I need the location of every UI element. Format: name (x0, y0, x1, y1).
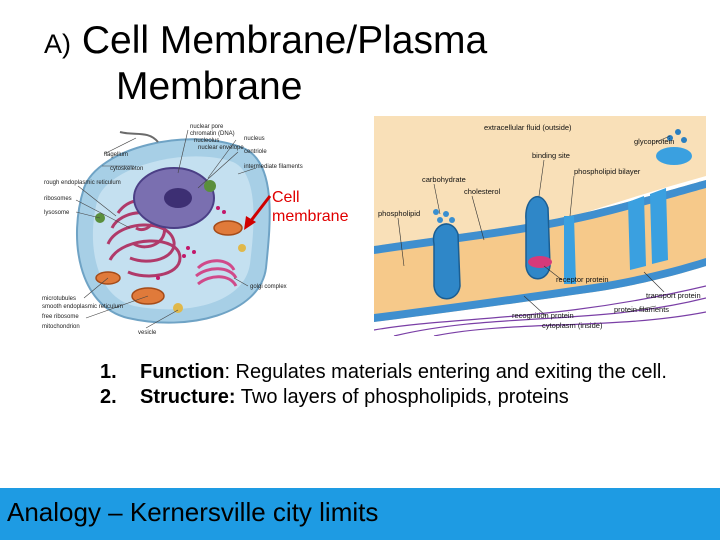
list-keyword: Structure: (140, 386, 236, 408)
numbered-list: 1. Function: Regulates materials enterin… (100, 360, 700, 410)
label-microtubules: microtubules (42, 296, 76, 302)
label-nucleolus: nucleolus (194, 138, 219, 144)
label-nuclear-envelope: nuclear envelope (198, 145, 244, 151)
title-line-2: Membrane (116, 65, 303, 108)
slide-title: A) Cell Membrane/Plasma Membrane (44, 18, 488, 108)
label-nuclear-pore: nuclear pore (190, 124, 224, 130)
label-cytoskeleton: cytoskeleton (110, 166, 143, 172)
label-flagellum: flagellum (104, 152, 128, 158)
callout-line-2: membrane (272, 208, 349, 225)
label-smooth-er: smooth endoplasmic reticulum (42, 304, 123, 310)
label-vesicle: vesicle (138, 330, 157, 336)
callout-line-1: Cell (272, 189, 300, 206)
label-recognition-protein: recognition protein (512, 311, 574, 320)
label-receptor-protein: receptor protein (556, 275, 609, 284)
label-cytoplasm: cytoplasm (inside) (542, 321, 603, 330)
label-chromatin: chromatin (DNA) (190, 131, 235, 137)
label-golgi: golgi complex (250, 284, 287, 290)
title-line-1: Cell Membrane/Plasma (81, 19, 488, 62)
label-carbohydrate: carbohydrate (422, 175, 466, 184)
label-nucleus: nucleus (244, 136, 265, 142)
analogy-text: Analogy – Kernersville city limits (7, 497, 379, 527)
label-mitochondrion: mitochondrion (42, 324, 80, 330)
list-item: 1. Function: Regulates materials enterin… (100, 360, 700, 385)
list-item: 2. Structure: Two layers of phospholipid… (100, 385, 700, 410)
label-glycoprotein: glycoprotein (634, 137, 674, 146)
cell-membrane-callout: Cell membrane (272, 188, 348, 226)
list-text: : Regulates materials entering and exiti… (224, 361, 667, 383)
membrane-illustration: extracellular fluid (outside) glycoprote… (374, 116, 706, 336)
title-letter: A) (44, 29, 71, 59)
label-binding-site: binding site (532, 151, 570, 160)
label-transport-protein: transport protein (646, 291, 701, 300)
label-centriole: centriole (244, 149, 267, 155)
list-number: 1. (100, 361, 117, 383)
label-rough-er: rough endoplasmic reticulum (44, 180, 121, 186)
label-protein-filaments: protein filaments (614, 305, 669, 314)
label-free-ribosome: free ribosome (42, 314, 79, 320)
callout-arrow (248, 195, 272, 223)
list-number: 2. (100, 386, 117, 408)
label-extracellular: extracellular fluid (outside) (484, 123, 572, 132)
list-text: Two layers of phospholipids, proteins (235, 386, 569, 408)
label-lysosome: lysosome (44, 210, 70, 216)
list-keyword: Function (140, 361, 225, 383)
analogy-banner: Analogy – Kernersville city limits (0, 488, 720, 540)
label-intermediate-filaments: intermediate filaments (244, 164, 303, 170)
label-phospholipid: phospholipid (378, 209, 420, 218)
label-phospholipid-bilayer: phospholipid bilayer (574, 167, 641, 176)
label-cholesterol: cholesterol (464, 187, 501, 196)
animal-cell-illustration: nuclear pore chromatin (DNA) nucleolus n… (42, 124, 303, 336)
label-ribosomes: ribosomes (44, 196, 72, 202)
